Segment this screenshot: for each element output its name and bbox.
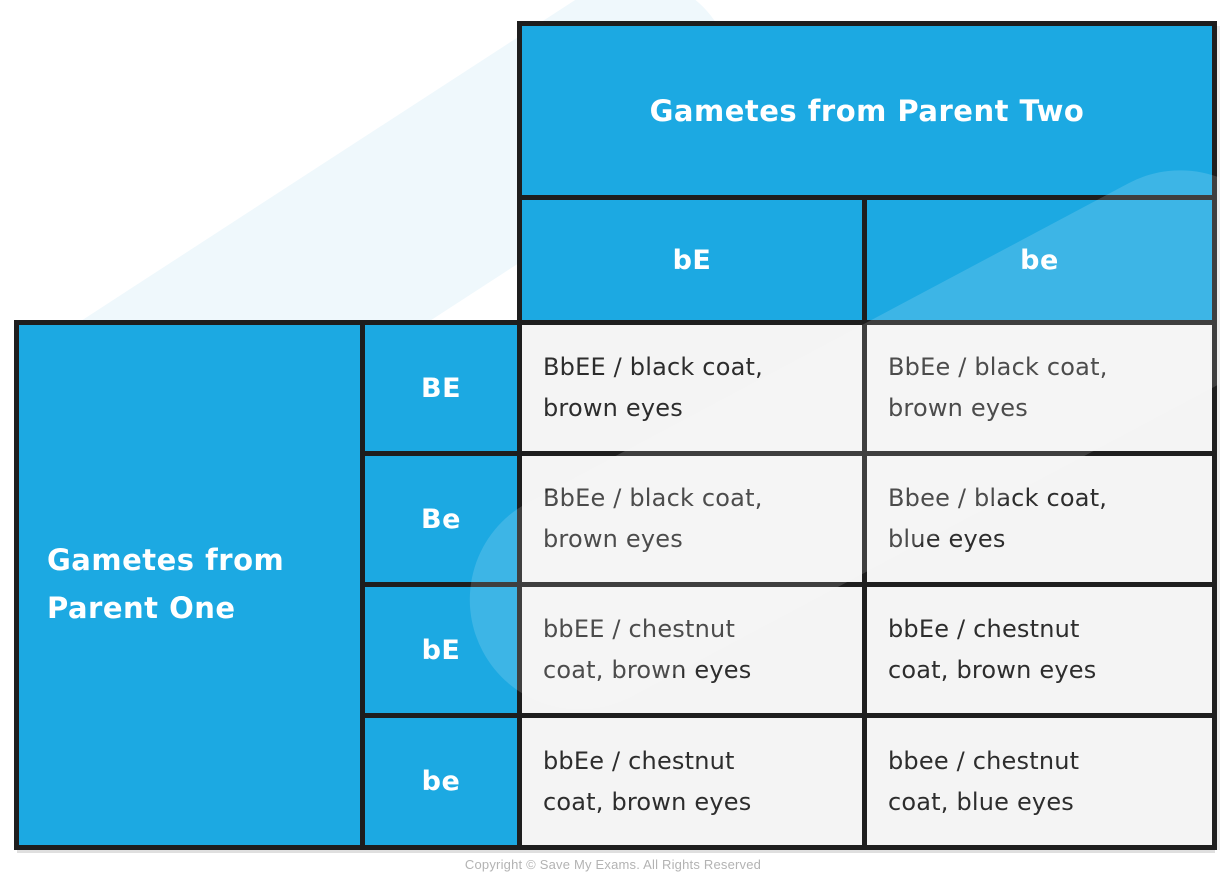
row-header-Be: Be	[360, 451, 522, 587]
col-header-be: be	[862, 195, 1217, 325]
col-header-bE: bE	[517, 195, 867, 325]
row-header-bE: bE	[360, 582, 522, 718]
copyright-footer: Copyright © Save My Exams. All Rights Re…	[464, 857, 762, 872]
punnett-cell-r1c2: BbEe / black coat, brown eyes	[862, 320, 1217, 456]
punnett-cell-r1c1: BbEE / black coat, brown eyes	[517, 320, 867, 456]
table-shadow-bottom	[17, 850, 1215, 853]
punnett-cell-r3c1: bbEE / chestnut coat, brown eyes	[517, 582, 867, 718]
row-header-be: be	[360, 713, 522, 850]
table-shadow-right	[1217, 26, 1220, 850]
punnett-cell-r2c1: BbEe / black coat, brown eyes	[517, 451, 867, 587]
punnett-cell-r2c2: Bbee / black coat, blue eyes	[862, 451, 1217, 587]
punnett-cell-r4c2: bbee / chestnut coat, blue eyes	[862, 713, 1217, 850]
row-header-BE: BE	[360, 320, 522, 456]
punnett-cell-r4c1: bbEe / chestnut coat, brown eyes	[517, 713, 867, 850]
punnett-cell-r3c2: bbEe / chestnut coat, brown eyes	[862, 582, 1217, 718]
col-group-header-parent-two: Gametes from Parent Two	[517, 21, 1217, 200]
row-group-header-parent-one: Gametes from Parent One	[14, 320, 365, 850]
